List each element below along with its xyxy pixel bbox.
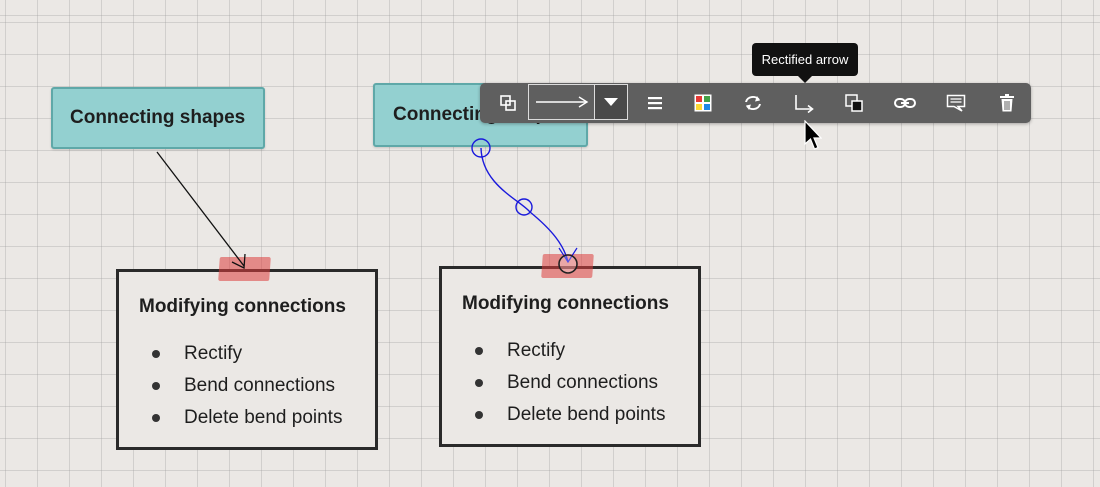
connection-right-selected[interactable]	[471, 138, 578, 274]
card-modifying-connections-left[interactable]: Modifying connections Rectify Bend conne…	[116, 269, 378, 450]
line-weight-icon[interactable]	[635, 83, 675, 123]
card-list: Rectify Bend connections Delete bend poi…	[149, 338, 342, 434]
tooltip-rectified-arrow: Rectified arrow	[752, 43, 858, 83]
list-item: Bend connections	[149, 370, 342, 402]
select-icon[interactable]	[488, 83, 528, 123]
delete-icon[interactable]	[987, 83, 1027, 123]
card-modifying-connections-right[interactable]: Modifying connections Rectify Bend conne…	[439, 266, 701, 447]
connection-bend-handle[interactable]	[515, 198, 533, 216]
list-item: Rectify	[472, 335, 665, 367]
list-item: Rectify	[149, 338, 342, 370]
connection-toolbar	[480, 83, 1031, 123]
link-icon[interactable]	[885, 83, 925, 123]
card-title: Modifying connections	[139, 296, 346, 317]
arrange-icon[interactable]	[834, 83, 874, 123]
connection-handle-start[interactable]	[471, 138, 491, 158]
mouse-cursor-icon	[804, 120, 822, 150]
card-title: Modifying connections	[462, 293, 669, 314]
card-list: Rectify Bend connections Delete bend poi…	[472, 335, 665, 431]
list-item: Delete bend points	[149, 402, 342, 434]
swap-direction-icon[interactable]	[733, 83, 773, 123]
list-item: Delete bend points	[472, 399, 665, 431]
arrow-style-icon[interactable]	[528, 84, 594, 120]
connection-left[interactable]	[156, 151, 246, 270]
color-icon[interactable]	[683, 83, 723, 123]
dropdown-icon[interactable]	[594, 84, 628, 120]
connection-handle-end[interactable]	[558, 254, 578, 274]
shape-label: Connecting shapes	[70, 107, 246, 128]
rectified-arrow-icon[interactable]	[782, 83, 826, 123]
shape-connecting-shapes-left[interactable]: Connecting shapes	[51, 87, 265, 149]
list-item: Bend connections	[472, 367, 665, 399]
comment-icon[interactable]	[936, 83, 976, 123]
